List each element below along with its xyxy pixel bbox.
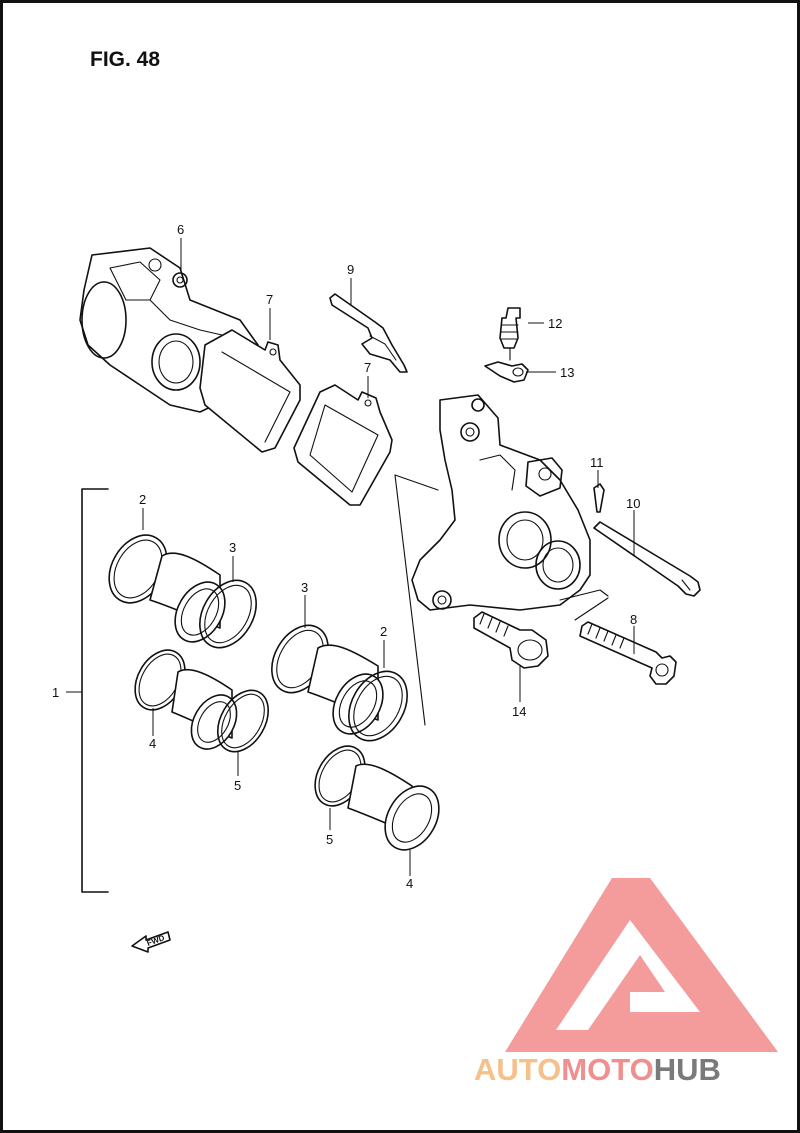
piston-large-b [307, 644, 384, 735]
brake-pad-outer [293, 384, 393, 506]
dust-seal-5a [216, 689, 270, 753]
guide-line [394, 474, 426, 726]
callout-3: 3 [301, 580, 308, 595]
guide-line [394, 474, 439, 491]
callout-1: 1 [52, 685, 59, 700]
piston-small-a [171, 668, 238, 750]
forward-arrow-icon: FWD [131, 931, 171, 953]
caliper-body-outer [411, 394, 609, 611]
bleeder-screw [499, 307, 521, 361]
piston-small-b [347, 763, 440, 851]
callout-2: 2 [139, 492, 146, 507]
callout-9: 9 [347, 262, 354, 277]
dust-seal-3a [199, 579, 257, 649]
leader-lines [142, 238, 635, 876]
watermark-moto: MOTO [561, 1052, 653, 1087]
callout-6: 6 [177, 222, 184, 237]
brake-pad-inner [199, 329, 301, 453]
piston-seal-2b [348, 670, 408, 742]
callout-5: 5 [326, 832, 333, 847]
callout-4: 4 [149, 736, 156, 751]
callout-12: 12 [548, 316, 562, 331]
split-pin [593, 483, 605, 513]
piston-large-a [149, 552, 226, 643]
callout-10: 10 [626, 496, 640, 511]
guide-line [574, 597, 609, 621]
watermark-text: AUTOMOTOHUB [474, 1052, 721, 1087]
callout-13: 13 [560, 365, 574, 380]
callout-5: 5 [234, 778, 241, 793]
callout-3: 3 [229, 540, 236, 555]
watermark-hub: HUB [654, 1052, 721, 1087]
callout-4: 4 [406, 876, 413, 891]
callout-7: 7 [364, 360, 371, 375]
callout-14: 14 [512, 704, 526, 719]
mounting-bolt-short [473, 611, 549, 669]
bleeder-cap [484, 361, 529, 383]
automotohub-logo-icon [505, 878, 778, 1052]
callout-2: 2 [380, 624, 387, 639]
callout-8: 8 [630, 612, 637, 627]
watermark-auto: AUTO [474, 1052, 561, 1087]
figure-title: FIG. 48 [90, 48, 160, 71]
assembly-bracket [81, 488, 109, 893]
callout-11: 11 [590, 455, 604, 470]
callout-7: 7 [266, 292, 273, 307]
pad-spring [329, 293, 408, 373]
pad-pin [593, 521, 701, 597]
mounting-bolt-long [579, 621, 677, 685]
